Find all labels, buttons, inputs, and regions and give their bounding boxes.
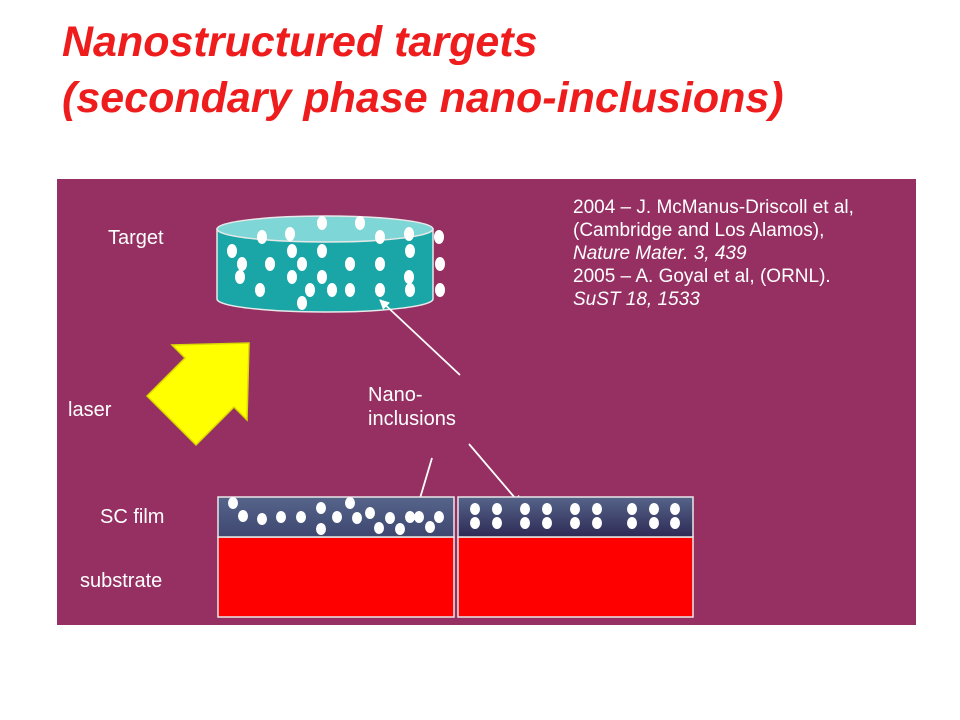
reference-line: Nature Mater. 3, 439 [573, 243, 747, 264]
pointer-arrow-film-right [468, 443, 522, 506]
label-target: Target [108, 227, 164, 249]
title-line-2: (secondary phase nano-inclusions) [62, 74, 784, 122]
label-nano-line-1: Nano- [368, 384, 423, 406]
label-substrate: substrate [80, 570, 163, 592]
film-stack-left [217, 496, 455, 618]
label-laser: laser [68, 399, 112, 421]
reference-line: 2005 – A. Goyal et al, (ORNL). [573, 266, 831, 287]
references: 2004 – J. McManus-Driscoll et al, (Cambr… [573, 196, 854, 311]
reference-line: 2004 – J. McManus-Driscoll et al, [573, 197, 854, 218]
diagram-canvas [145, 215, 694, 618]
label-sc-film: SC film [100, 506, 165, 528]
label-nano-inclusions: Nano- inclusions [368, 383, 456, 431]
film-stack-right [457, 496, 694, 618]
reference-line: (Cambridge and Los Alamos), [573, 220, 825, 241]
laser-arrow-icon [145, 342, 250, 447]
target-cylinder [216, 215, 445, 313]
pointer-arrow-target [379, 299, 461, 376]
slide-title: Nanostructured targets (secondary phase … [62, 14, 784, 126]
title-line-1: Nanostructured targets [62, 18, 538, 66]
label-nano-line-2: inclusions [368, 408, 456, 430]
diagram-panel: Target laser Nano- inclusions SC film su… [57, 179, 916, 625]
reference-line: SuST 18, 1533 [573, 289, 700, 310]
